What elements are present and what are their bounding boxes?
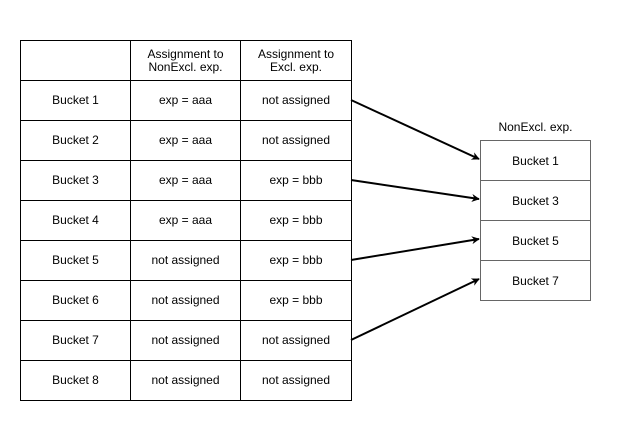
table-row: Bucket 4 exp = aaa exp = bbb <box>21 201 352 241</box>
bucket-name-cell: Bucket 4 <box>21 201 131 241</box>
excl-assignment-cell: exp = bbb <box>241 241 352 281</box>
bucket-name-cell: Bucket 5 <box>21 241 131 281</box>
table-row: Bucket 1 exp = aaa not assigned <box>21 81 352 121</box>
nonexcl-bucket-item: Bucket 3 <box>481 181 591 221</box>
table-row: Bucket 6 not assigned exp = bbb <box>21 281 352 321</box>
header-cell-excl: Assignment to Excl. exp. <box>241 41 352 81</box>
nonexcl-bucket-item: Bucket 7 <box>481 261 591 301</box>
excl-assignment-cell: not assigned <box>241 121 352 161</box>
nonexcl-assignment-cell: exp = aaa <box>131 121 241 161</box>
bucket-name-cell: Bucket 3 <box>21 161 131 201</box>
excl-assignment-cell: not assigned <box>241 81 352 121</box>
nonexcl-assignment-cell: not assigned <box>131 361 241 401</box>
nonexcl-title: NonExcl. exp. <box>498 120 573 134</box>
table-row: Bucket 3 exp = aaa exp = bbb <box>21 161 352 201</box>
nonexcl-assignment-cell: not assigned <box>131 281 241 321</box>
arrow-bucket-7 <box>350 278 480 341</box>
excl-assignment-cell: not assigned <box>241 321 352 361</box>
table-row: Bucket 2 exp = aaa not assigned <box>21 121 352 161</box>
excl-assignment-cell: exp = bbb <box>241 161 352 201</box>
excl-assignment-cell: exp = bbb <box>241 201 352 241</box>
bucket-name-cell: Bucket 7 <box>21 321 131 361</box>
assignment-table: Assignment to NonExcl. exp. Assignment t… <box>20 40 352 401</box>
bucket-name-cell: Bucket 6 <box>21 281 131 321</box>
nonexcl-assignment-cell: exp = aaa <box>131 201 241 241</box>
bucket-name-cell: Bucket 2 <box>21 121 131 161</box>
table-row: Bucket 5 not assigned exp = bbb <box>21 241 352 281</box>
header-cell-nonexcl: Assignment to NonExcl. exp. <box>131 41 241 81</box>
bucket-name-cell: Bucket 8 <box>21 361 131 401</box>
arrow-bucket-3 <box>350 179 480 202</box>
nonexcl-assignment-cell: not assigned <box>131 321 241 361</box>
nonexcl-assignment-cell: exp = aaa <box>131 161 241 201</box>
nonexcl-bucket-list: Bucket 1 Bucket 3 Bucket 5 Bucket 7 <box>480 140 591 301</box>
bucket-name-cell: Bucket 1 <box>21 81 131 121</box>
header-cell-empty <box>21 41 131 81</box>
table-header-row: Assignment to NonExcl. exp. Assignment t… <box>21 41 352 81</box>
arrow-bucket-1 <box>350 99 480 160</box>
nonexcl-assignment-cell: exp = aaa <box>131 81 241 121</box>
nonexcl-assignment-cell: not assigned <box>131 241 241 281</box>
excl-assignment-cell: not assigned <box>241 361 352 401</box>
nonexcl-bucket-item: Bucket 1 <box>481 141 591 181</box>
nonexcl-bucket-item: Bucket 5 <box>481 221 591 261</box>
excl-assignment-cell: exp = bbb <box>241 281 352 321</box>
arrow-bucket-5 <box>350 236 480 261</box>
table-row: Bucket 7 not assigned not assigned <box>21 321 352 361</box>
table-row: Bucket 8 not assigned not assigned <box>21 361 352 401</box>
